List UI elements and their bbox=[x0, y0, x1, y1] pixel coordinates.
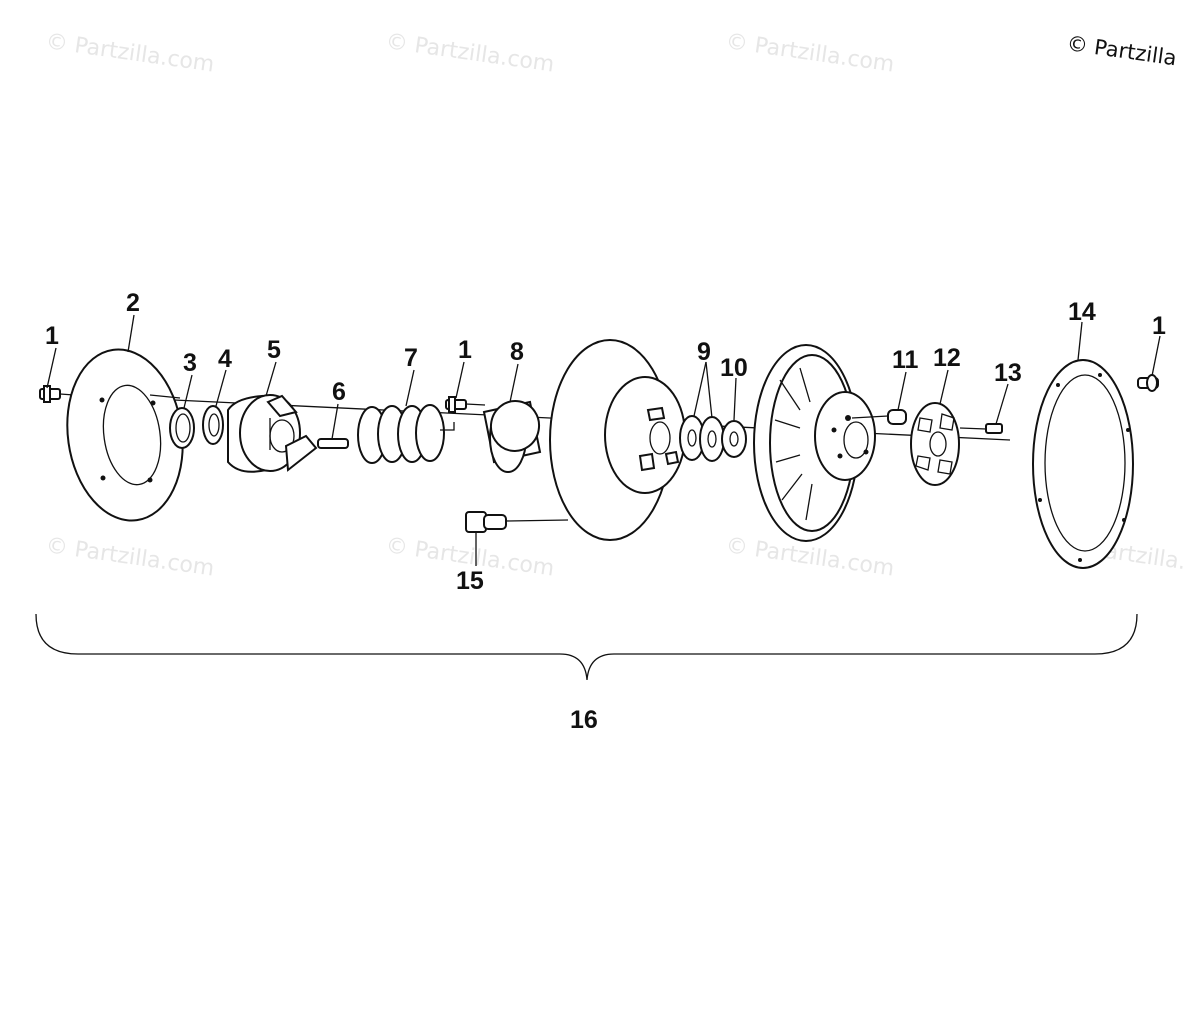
callout-labels: 1 2 3 4 5 6 7 1 8 9 10 11 12 13 14 1 15 … bbox=[45, 289, 1166, 734]
watermark: © Partzilla.com bbox=[44, 29, 216, 77]
assembly-brace bbox=[35, 613, 1138, 681]
bolt-part-1-middle bbox=[445, 396, 486, 413]
outer-plate-part-2 bbox=[66, 348, 184, 522]
callout-1: 1 bbox=[45, 322, 59, 350]
leader-lines bbox=[46, 314, 1161, 566]
bolt-part-13 bbox=[959, 423, 1003, 434]
spring-part-7 bbox=[357, 404, 455, 464]
washer-part-4 bbox=[202, 405, 224, 445]
watermark: © Partzilla.com bbox=[44, 533, 216, 581]
callout-6: 6 bbox=[332, 378, 346, 406]
cover-ring-part-14 bbox=[1032, 359, 1134, 569]
washer-part-10 bbox=[721, 420, 747, 458]
fixed-sheave bbox=[753, 344, 876, 542]
watermark: © Partzilla.com bbox=[384, 29, 556, 77]
callout-7: 7 bbox=[404, 344, 418, 372]
callout-14: 14 bbox=[1068, 298, 1096, 326]
cover-plate-part-12 bbox=[910, 402, 960, 486]
callout-11: 11 bbox=[892, 346, 919, 374]
moveable-sheave bbox=[549, 339, 686, 541]
callout-5: 5 bbox=[267, 336, 281, 364]
watermark: © Partzilla.com bbox=[724, 29, 896, 77]
callout-10: 10 bbox=[720, 354, 748, 382]
fitting-part-15 bbox=[465, 511, 569, 533]
callout-15: 15 bbox=[456, 567, 484, 595]
callout-13: 13 bbox=[994, 359, 1022, 387]
bushing-part-8 bbox=[482, 400, 542, 473]
callout-1: 1 bbox=[1152, 312, 1166, 340]
pin-part-6 bbox=[317, 438, 349, 449]
callout-2: 2 bbox=[126, 289, 140, 317]
callout-9: 9 bbox=[697, 338, 711, 366]
snap-ring-part-3 bbox=[169, 407, 195, 449]
callout-4: 4 bbox=[218, 345, 232, 373]
cam-part-5 bbox=[227, 394, 318, 473]
plug-part-11 bbox=[851, 409, 907, 425]
callout-12: 12 bbox=[933, 344, 961, 372]
callout-8: 8 bbox=[510, 338, 524, 366]
callout-16: 16 bbox=[570, 706, 598, 734]
callout-3: 3 bbox=[183, 349, 197, 377]
washers-part-9 bbox=[679, 415, 725, 462]
callout-1: 1 bbox=[458, 336, 472, 364]
bolt-part-1-right bbox=[1137, 374, 1159, 392]
copyright-label: © Partzilla bbox=[1065, 31, 1178, 70]
